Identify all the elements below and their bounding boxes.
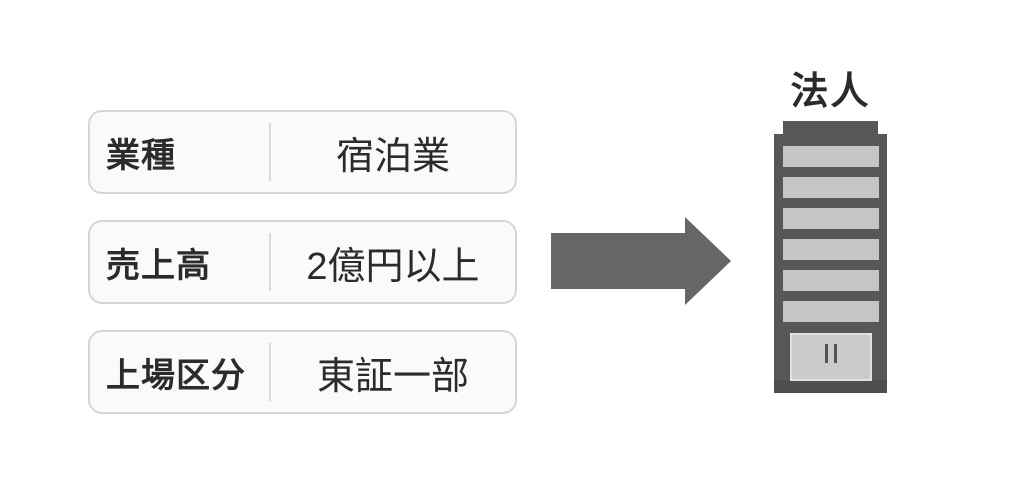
building-icon [768, 112, 893, 402]
right-arrow-icon [545, 212, 737, 310]
condition-value-sales: 2億円以上 [306, 245, 480, 288]
condition-label-listing: 上場区分 [106, 356, 246, 395]
condition-label-industry: 業種 [106, 136, 176, 175]
condition-card-industry: 業種 宿泊業 [88, 110, 517, 194]
card-divider [269, 343, 271, 401]
card-divider [269, 233, 271, 291]
condition-card-sales: 売上高 2億円以上 [88, 220, 517, 304]
card-divider [269, 123, 271, 181]
condition-card-listing: 上場区分 東証一部 [88, 330, 517, 414]
condition-label-sales: 売上高 [106, 246, 211, 285]
entity-label: 法人 [790, 71, 871, 113]
condition-value-listing: 東証一部 [316, 355, 469, 398]
condition-value-industry: 宿泊業 [335, 135, 450, 178]
